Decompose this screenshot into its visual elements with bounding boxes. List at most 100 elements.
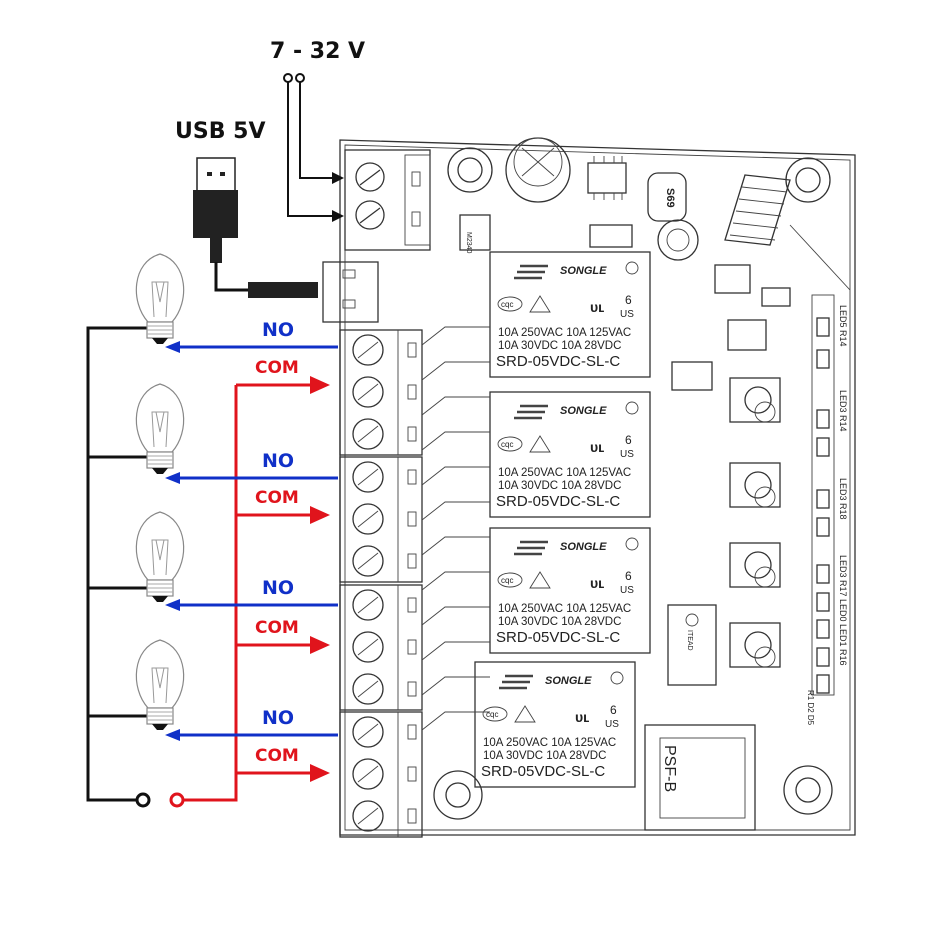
svg-text:US: US	[620, 449, 634, 460]
light-bulb-icon	[135, 253, 185, 344]
relay-rating: 10A 250VAC 10A 125VAC	[498, 467, 631, 479]
ic-chip	[671, 264, 791, 391]
svg-text:LED3 R17 LED0 LED1 R16: LED3 R17 LED0 LED1 R16	[838, 555, 848, 666]
micro-usb-plug	[248, 282, 318, 298]
relay-model: SRD-05VDC-SL-C	[481, 763, 605, 780]
usb-connector-body	[193, 190, 238, 238]
screw-terminal-block	[339, 456, 423, 583]
light-bulb-icon	[135, 511, 185, 602]
relay-rating: 10A 250VAC 10A 125VAC	[483, 737, 616, 749]
terminal-screw	[352, 758, 384, 790]
terminal-screw	[352, 376, 384, 408]
usb-cable: USB 5V	[175, 119, 318, 298]
svg-text:US: US	[605, 719, 619, 730]
svg-text:LED3 R18: LED3 R18	[838, 478, 848, 520]
push-button	[729, 542, 781, 588]
svg-text:cqc: cqc	[501, 300, 513, 309]
ic-chip: ITEAD	[667, 604, 717, 686]
neutral-wire	[86, 326, 150, 802]
svg-text:ᴜʟ: ᴜʟ	[590, 299, 604, 315]
smd-led	[816, 647, 830, 667]
voltage-regulator: M2340	[459, 214, 491, 254]
live-wire	[182, 385, 238, 802]
ic-chip	[587, 156, 627, 200]
capacitor	[505, 137, 571, 203]
micro-usb-port	[322, 261, 379, 323]
terminal-screw	[352, 800, 384, 832]
svg-text:ᴜʟ: ᴜʟ	[575, 709, 589, 725]
smd-led	[816, 564, 830, 584]
screw-terminal-block	[339, 329, 423, 456]
relay-rating: 10A 250VAC 10A 125VAC	[498, 603, 631, 615]
mounting-hole	[783, 765, 833, 815]
svg-text:LED3 R14: LED3 R14	[838, 390, 848, 432]
relay-rating: 10A 30VDC 10A 28VDC	[498, 340, 621, 352]
svg-text:ᴜʟ: ᴜʟ	[590, 439, 604, 455]
arrow-left-icon	[165, 599, 180, 611]
relay-board: M2340 S69	[322, 137, 856, 838]
smd-led	[816, 592, 830, 612]
push-button	[729, 377, 781, 423]
dc-voltage-label: 7 - 32 V	[270, 39, 365, 64]
arrow-right-icon	[310, 636, 330, 654]
no-label: NO	[262, 319, 294, 341]
relay-rating: 10A 30VDC 10A 28VDC	[483, 750, 606, 762]
relay-model: SRD-05VDC-SL-C	[496, 353, 620, 370]
no-label: NO	[262, 577, 294, 599]
dc-terminal-plus	[283, 73, 293, 83]
live-terminal	[169, 792, 185, 808]
svg-text:US: US	[620, 309, 634, 320]
push-button	[729, 622, 781, 668]
svg-text:M2340: M2340	[465, 232, 472, 254]
arrow-left-icon	[165, 341, 180, 353]
terminal-screw	[352, 716, 384, 748]
svg-text:US: US	[620, 585, 634, 596]
relay-brand: SONGLE	[560, 541, 607, 553]
smd-led	[816, 349, 830, 369]
relay-channel-3: NO COM	[165, 577, 338, 654]
relay-rating: 10A 250VAC 10A 125VAC	[498, 327, 631, 339]
terminal-screw	[352, 418, 384, 450]
terminal-screw	[352, 589, 384, 621]
capacitor	[657, 219, 699, 261]
inductor: S69	[647, 172, 687, 222]
smd-led	[816, 674, 830, 694]
screw-terminal-block	[339, 711, 423, 838]
terminal-screw	[352, 545, 384, 577]
diode	[589, 224, 633, 248]
relay-brand: SONGLE	[560, 265, 607, 277]
arrow-left-icon	[165, 729, 180, 741]
terminal-screw	[352, 461, 384, 493]
usb-plug	[196, 157, 236, 194]
svg-text:6: 6	[625, 433, 632, 447]
dc-terminal-minus	[295, 73, 305, 83]
smd-led	[816, 619, 830, 639]
arrow-right-icon	[310, 764, 330, 782]
svg-text:6: 6	[625, 569, 632, 583]
terminal-screw	[352, 503, 384, 535]
com-label: COM	[255, 618, 299, 638]
mounting-hole	[433, 770, 483, 820]
svg-text:R1 D2 D5: R1 D2 D5	[806, 690, 815, 726]
relay-model: SRD-05VDC-SL-C	[496, 493, 620, 510]
relay-model: SRD-05VDC-SL-C	[496, 629, 620, 646]
svg-text:cqc: cqc	[486, 710, 498, 719]
smd-led	[816, 437, 830, 457]
mounting-hole	[785, 157, 831, 203]
com-label: COM	[255, 746, 299, 766]
smd-led	[816, 489, 830, 509]
mounting-hole	[447, 147, 493, 193]
terminal-screw	[352, 631, 384, 663]
no-label: NO	[262, 707, 294, 729]
push-button	[729, 462, 781, 508]
neutral-terminal	[135, 792, 151, 808]
svg-text:cqc: cqc	[501, 576, 513, 585]
smd-led	[816, 517, 830, 537]
relay-brand: SONGLE	[545, 675, 592, 687]
svg-text:ITEAD: ITEAD	[686, 630, 693, 651]
